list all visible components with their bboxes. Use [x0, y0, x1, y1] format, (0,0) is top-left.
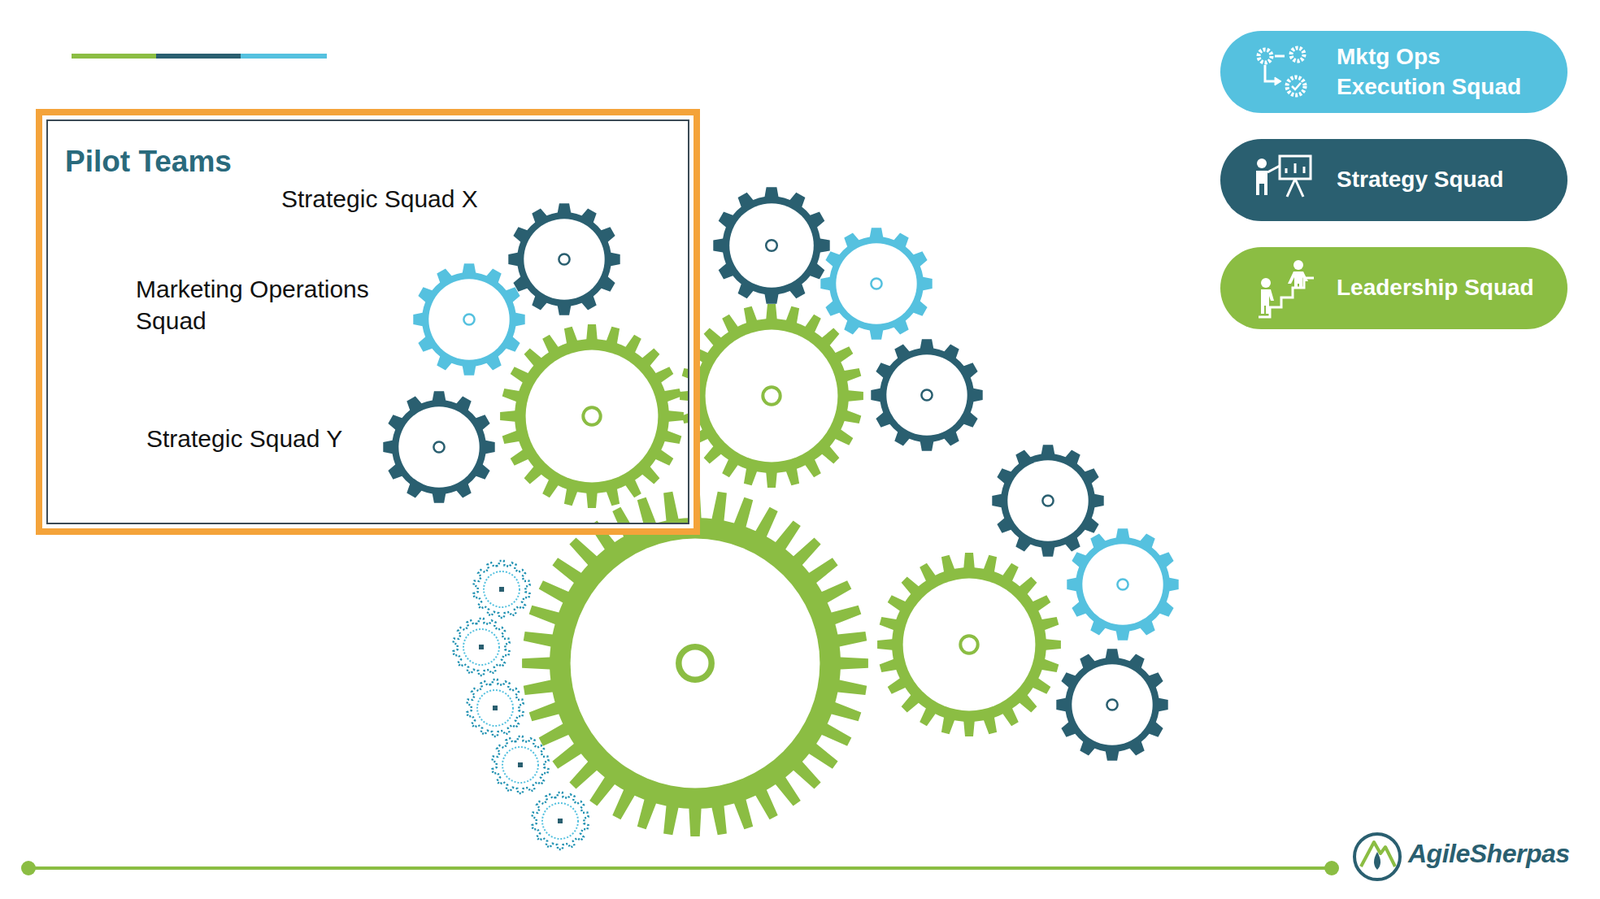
gear-face: [835, 243, 917, 324]
gear-face: [483, 571, 520, 608]
gear-hub: [557, 818, 563, 824]
small-dotted-gear: [491, 736, 548, 794]
gear-face: [1007, 460, 1088, 541]
gear-hub: [492, 705, 498, 711]
squad-label: Strategic Squad Y: [146, 422, 343, 455]
gear-hub: [582, 407, 600, 425]
gear-hub: [463, 313, 474, 325]
presenter-icon: [1256, 156, 1311, 197]
logo-wordmark: AgileSherpas: [1408, 837, 1570, 872]
small-dotted-gear: [452, 618, 509, 676]
gear-teeth: [1056, 648, 1168, 761]
stairs-people-icon: [1258, 260, 1314, 318]
gear-face: [428, 278, 509, 360]
gear-hub: [1042, 495, 1053, 506]
gear-hub: [1117, 578, 1128, 590]
gear-face: [502, 747, 539, 783]
gear-hub: [870, 278, 882, 289]
squad-label: Strategic Squad X: [281, 182, 479, 215]
gear-face: [903, 578, 1036, 712]
gear-hub: [1106, 699, 1118, 710]
gear: [991, 444, 1104, 557]
gear-outline: [452, 618, 509, 676]
legend-text: Mktg Ops Execution Squad: [1336, 42, 1544, 102]
gear-outline: [491, 736, 548, 794]
legend-text: Strategy Squad: [1336, 165, 1557, 195]
gear-hub: [517, 762, 523, 768]
small-dotted-gear: [531, 792, 588, 850]
gear-face: [570, 539, 821, 789]
gear-face: [1071, 664, 1153, 745]
gears: [382, 186, 1179, 850]
gear-outline: [531, 792, 588, 850]
gear-hub: [921, 389, 932, 400]
gear-hub: [478, 644, 484, 650]
gear: [500, 324, 684, 509]
box-heading: Pilot Teams: [65, 144, 232, 179]
gear-face: [1082, 543, 1163, 625]
legend-pill: [1220, 30, 1568, 114]
top-accent-bar: [71, 53, 327, 59]
gear-teeth: [1066, 528, 1179, 640]
gear-hub: [762, 386, 780, 405]
gear-face: [398, 406, 479, 487]
gear-hub: [678, 647, 712, 680]
gear-face: [463, 629, 500, 666]
gear-face: [705, 330, 839, 463]
gear-teeth: [991, 444, 1104, 557]
gear-teeth: [500, 324, 684, 509]
gear-face: [729, 203, 814, 288]
bottom-rule: [21, 860, 1340, 876]
gear-face: [526, 350, 659, 483]
gear-face: [477, 690, 514, 727]
logo-icon: [1354, 834, 1400, 880]
gear-outline: [466, 679, 523, 737]
gear-face: [542, 803, 579, 840]
gear-teeth: [382, 391, 495, 503]
gear-teeth: [413, 263, 525, 375]
gear-teeth: [679, 304, 864, 488]
gear-hub: [433, 441, 444, 453]
gear: [713, 186, 830, 304]
legend-icons: [1256, 47, 1314, 318]
gear: [521, 490, 869, 837]
gear-teeth: [870, 339, 983, 451]
pilot-teams-box: Pilot Teams: [35, 108, 700, 535]
gear: [877, 552, 1061, 737]
gears-icon: [1258, 47, 1305, 96]
gear: [1056, 648, 1168, 761]
gear: [679, 304, 864, 488]
small-dotted-gear: [473, 560, 530, 618]
gear-outline: [473, 560, 530, 618]
gear: [413, 263, 525, 375]
gear-hub: [960, 635, 978, 653]
gear-face: [523, 218, 605, 300]
gear: [820, 227, 932, 340]
gear-teeth: [508, 203, 620, 315]
gear: [508, 203, 620, 315]
gear: [382, 391, 495, 503]
gear-teeth: [820, 227, 932, 340]
gear-face: [886, 354, 967, 435]
gear-teeth: [713, 186, 830, 304]
gear-hub: [499, 586, 505, 592]
gear-hub: [558, 253, 570, 265]
gear: [870, 339, 983, 451]
small-dotted-gear: [466, 679, 523, 737]
gear: [1066, 528, 1179, 640]
squad-label: Marketing Operations Squad: [135, 273, 396, 337]
gear-hub: [765, 239, 778, 252]
gear-teeth: [521, 490, 869, 837]
gear-teeth: [877, 552, 1061, 737]
legend-text: Leadership Squad: [1336, 273, 1557, 303]
